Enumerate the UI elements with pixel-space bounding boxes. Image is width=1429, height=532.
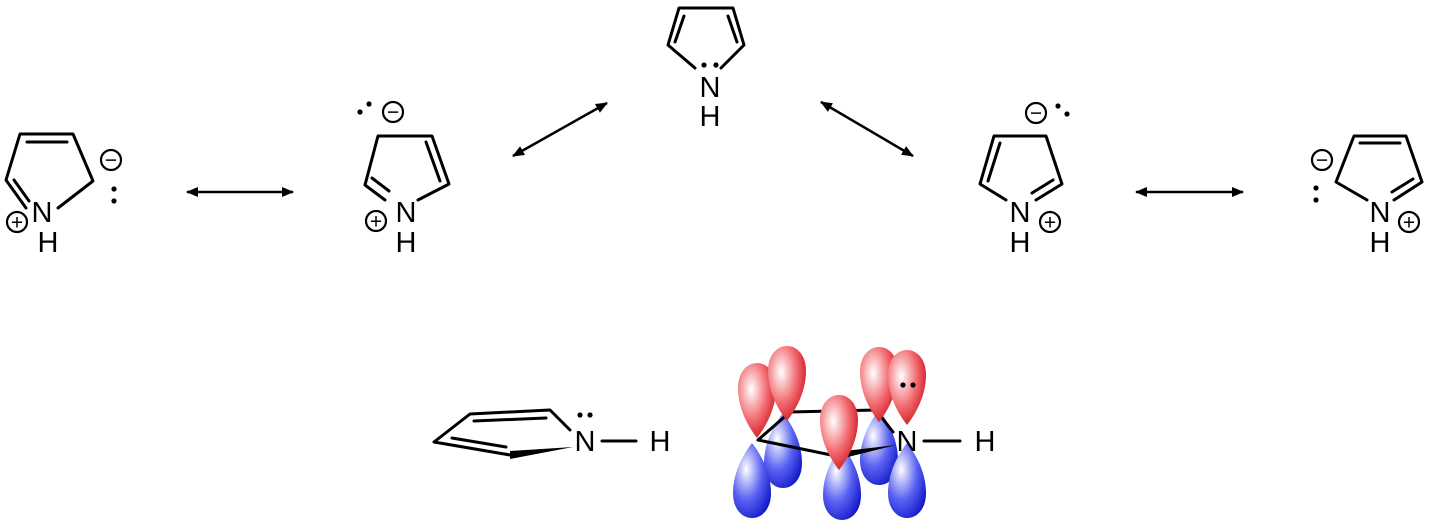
p-orbital-diagram: N H bbox=[733, 346, 995, 520]
lone-pair-dot bbox=[1064, 111, 1070, 117]
resonance-structure-2: N H + − bbox=[357, 100, 451, 259]
hydrogen-label: H bbox=[1370, 227, 1391, 259]
resonance-arrow bbox=[820, 100, 914, 158]
lone-pair-dot bbox=[701, 62, 707, 68]
p-orbital-lobe bbox=[768, 346, 806, 421]
resonance-structure-4: N H + − bbox=[1310, 134, 1424, 259]
lone-pair-dot bbox=[587, 412, 593, 418]
p-orbital-lobe bbox=[888, 350, 926, 425]
lone-pair-dot bbox=[111, 198, 117, 204]
ring-bonds bbox=[1334, 134, 1424, 202]
lone-pair-dot bbox=[366, 101, 372, 107]
double-bond-inner bbox=[472, 416, 548, 423]
lone-pair-dot bbox=[357, 109, 363, 115]
lone-pair-dot bbox=[111, 186, 117, 192]
hydrogen-label: H bbox=[1010, 227, 1031, 259]
double-bond-inner bbox=[673, 14, 686, 44]
double-bond-inner bbox=[726, 14, 739, 44]
double-bond-inner bbox=[12, 178, 31, 203]
lone-pair-dot bbox=[713, 62, 719, 68]
charge-sign: + bbox=[370, 211, 382, 234]
ring-bonds bbox=[432, 408, 572, 457]
double-bond-inner bbox=[450, 436, 508, 449]
hydrogen-label: H bbox=[975, 426, 996, 458]
charge-sign: − bbox=[1316, 149, 1328, 172]
p-orbital-lobe bbox=[764, 413, 802, 488]
ring-bonds bbox=[666, 6, 746, 70]
negative-charge bbox=[1024, 101, 1048, 125]
nitrogen-label: N bbox=[1370, 197, 1391, 229]
charge-sign: − bbox=[387, 101, 399, 124]
resonance-structure-1: N H + − bbox=[4, 132, 123, 259]
nitrogen-label: N bbox=[700, 72, 721, 104]
lone-pair-dot bbox=[910, 382, 916, 388]
nitrogen-label: N bbox=[897, 426, 918, 458]
resonance-arrow bbox=[512, 101, 608, 158]
ring-bonds bbox=[4, 132, 95, 210]
hydrogen-label: H bbox=[38, 227, 59, 259]
p-orbital-lobe bbox=[820, 395, 858, 470]
lone-pair-dot bbox=[577, 412, 583, 418]
double-bond-inner bbox=[370, 176, 391, 193]
pyrrole-neutral: N H bbox=[666, 6, 746, 133]
nitrogen-label: N bbox=[396, 197, 417, 229]
charge-sign: − bbox=[105, 149, 117, 172]
charge-sign: − bbox=[1030, 102, 1042, 125]
nitrogen-label: N bbox=[1010, 197, 1031, 229]
double-bond-inner bbox=[424, 140, 442, 183]
hydrogen-label: H bbox=[700, 101, 721, 133]
negative-charge bbox=[1310, 148, 1334, 172]
double-bond-inner bbox=[1030, 178, 1055, 195]
ring-bonds bbox=[978, 134, 1064, 202]
double-bond-inner bbox=[986, 141, 1002, 183]
negative-charge bbox=[99, 148, 123, 172]
ring-bonds bbox=[756, 438, 838, 458]
wedge-bond bbox=[836, 445, 896, 460]
nitrogen-label: N bbox=[32, 197, 53, 229]
positive-charge bbox=[5, 210, 29, 234]
charge-sign: + bbox=[1044, 212, 1056, 235]
positive-charge bbox=[1397, 210, 1421, 234]
lone-pair-dot bbox=[1313, 185, 1319, 191]
wedge-bond bbox=[510, 447, 573, 459]
positive-charge bbox=[364, 209, 388, 233]
hydrogen-label: H bbox=[650, 426, 671, 458]
lone-pair-dot bbox=[900, 382, 906, 388]
nitrogen-label: N bbox=[575, 426, 596, 458]
charge-sign: + bbox=[11, 212, 23, 235]
pyrrole-perspective: N H bbox=[432, 408, 671, 459]
lone-pair-dot bbox=[1055, 103, 1061, 109]
double-bond-inner bbox=[1390, 177, 1415, 194]
resonance-structure-3: N H + − bbox=[978, 101, 1070, 259]
negative-charge bbox=[381, 100, 405, 124]
positive-charge bbox=[1038, 210, 1062, 234]
hydrogen-label: H bbox=[396, 227, 417, 259]
charge-sign: + bbox=[1403, 212, 1415, 235]
lone-pair-dot bbox=[1313, 197, 1319, 203]
ring-bonds bbox=[363, 134, 451, 202]
